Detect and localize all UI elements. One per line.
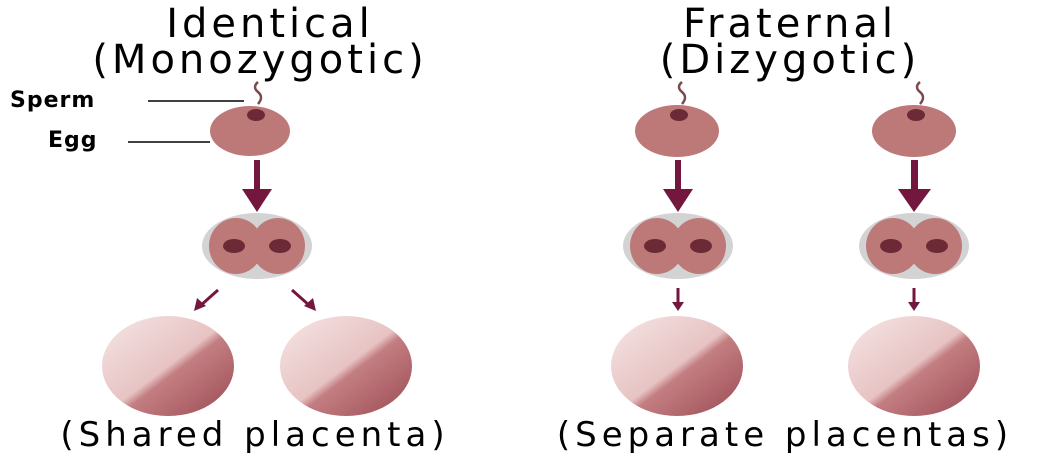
fraternal-placenta-b [848,316,980,416]
fraternal-placenta-a [611,316,743,416]
identical-split-arrow-left [194,290,218,311]
fraternal-small-arrow-a [672,288,684,311]
identical-sperm-icon [255,82,261,104]
identical-placenta-right [280,316,412,416]
fraternal-sperm-icon-a [679,82,685,104]
identical-egg-icon [210,106,290,156]
fraternal-two-cell-icon-a [623,213,733,279]
fraternal-egg-icon-b [872,105,956,157]
fraternal-down-arrow-b [898,160,931,212]
identical-down-arrow [242,160,272,212]
identical-split-arrow-right [292,290,316,311]
fraternal-two-cell-icon-b [859,213,969,279]
fraternal-egg-icon-a [635,105,719,157]
identical-two-cell-icon [202,213,312,279]
identical-placenta-left [102,316,234,416]
fraternal-small-arrow-b [908,288,920,311]
fraternal-down-arrow-a [663,160,693,212]
fraternal-sperm-icon-b [917,82,923,104]
